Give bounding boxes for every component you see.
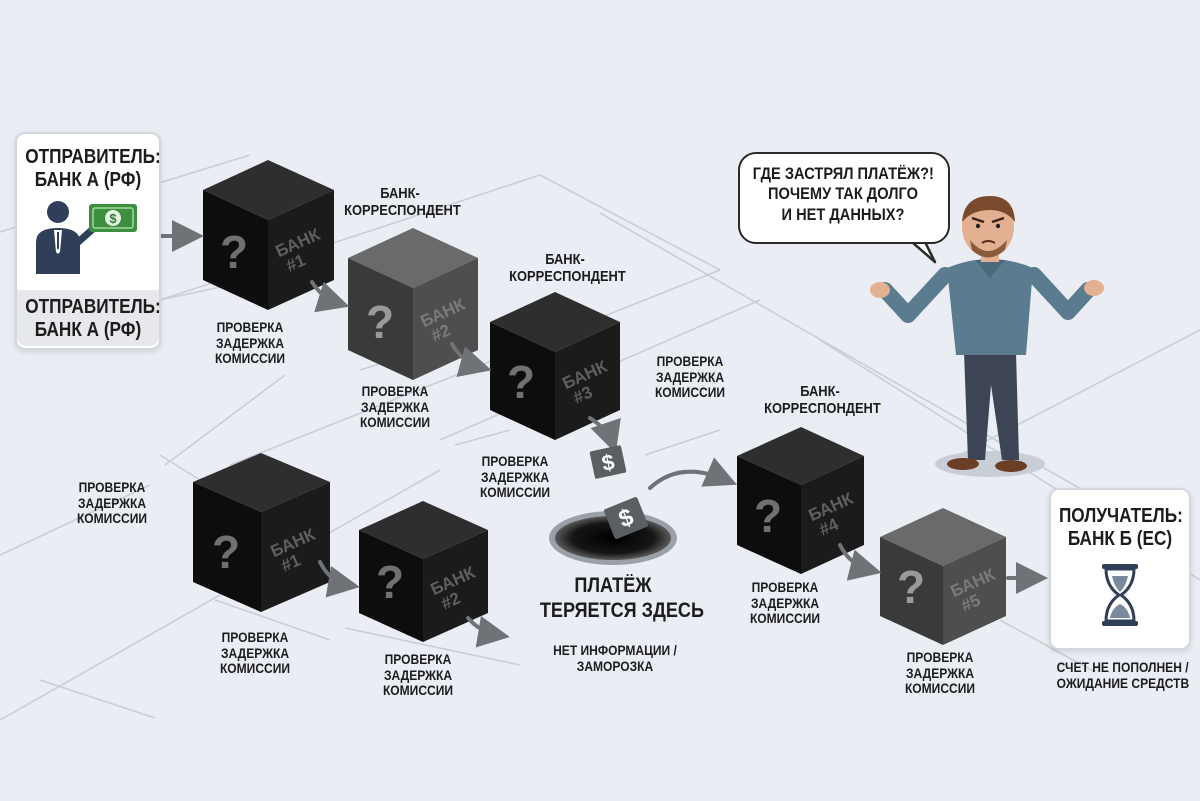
check-label: ПРОВЕРКА ЗАДЕРЖКА КОМИССИИ bbox=[897, 649, 983, 697]
check-label: ПРОВЕРКА ЗАДЕРЖКА КОМИССИИ bbox=[472, 453, 558, 501]
correspondent-label: БАНК- КОРРЕСПОНДЕНТ bbox=[344, 185, 461, 220]
correspondent-line2: КОРРЕСПОНДЕНТ bbox=[344, 201, 461, 219]
speech-bubble-text: ГДЕ ЗАСТРЯЛ ПЛАТЁЖ?! ПОЧЕМУ ТАК ДОЛГО И … bbox=[753, 164, 934, 225]
falling-bill-1: $ bbox=[589, 445, 627, 479]
receiver-title-line1: ПОЛУЧАТЕЛЬ: bbox=[1058, 505, 1183, 527]
frustrated-person-illustration bbox=[870, 196, 1104, 477]
no-info-line1: НЕТ ИНФОРМАЦИИ / bbox=[553, 642, 677, 658]
receiver-status-line2: ОЖИДАНИЕ СРЕДСТВ bbox=[1056, 674, 1190, 691]
sender-footer: ОТПРАВИТЕЛЬ: БАНК А (РФ) bbox=[25, 296, 161, 342]
check-line2: ЗАДЕРЖКА bbox=[750, 594, 820, 611]
cube-upper-1 bbox=[203, 160, 334, 310]
cube-right-4 bbox=[737, 427, 864, 574]
check-line3: КОМИССИИ bbox=[479, 484, 551, 501]
check-line1: ПРОВЕРКА bbox=[361, 383, 429, 399]
check-line3: КОМИССИИ bbox=[749, 610, 821, 627]
check-line3: КОМИССИИ bbox=[219, 660, 291, 677]
receiver-status-line1: СЧЕТ НЕ ПОПОЛНЕН / bbox=[1056, 659, 1189, 675]
check-line1: ПРОВЕРКА bbox=[78, 479, 146, 495]
check-label: ПРОВЕРКА ЗАДЕРЖКА КОМИССИИ bbox=[742, 579, 828, 627]
lost-line2: ТЕРЯЕТСЯ ЗДЕСЬ bbox=[539, 598, 704, 622]
dollar-icon: $ bbox=[109, 211, 117, 226]
check-line2: ЗАДЕРЖКА bbox=[480, 468, 550, 485]
speech-line2: ПОЧЕМУ ТАК ДОЛГО bbox=[768, 184, 918, 204]
check-line1: ПРОВЕРКА bbox=[384, 651, 452, 667]
check-label: ПРОВЕРКА ЗАДЕРЖКА КОМИССИИ bbox=[212, 629, 298, 677]
unknown-mark: ? bbox=[212, 526, 240, 578]
arrow-bank1-to-bank2 bbox=[310, 280, 350, 313]
check-line3: КОМИССИИ bbox=[76, 510, 148, 527]
speech-bubble bbox=[738, 152, 950, 244]
unknown-mark: ? bbox=[376, 556, 404, 608]
correspondent-line1: БАНК- bbox=[545, 251, 585, 268]
check-line1: ПРОВЕРКА bbox=[751, 579, 819, 595]
correspondent-line1: БАНК- bbox=[380, 185, 420, 202]
correspondent-label: БАНК- КОРРЕСПОНДЕНТ bbox=[764, 383, 881, 418]
unknown-mark: ? bbox=[754, 490, 782, 542]
correspondent-line2: КОРРЕСПОНДЕНТ bbox=[509, 267, 626, 285]
unknown-mark: ? bbox=[220, 226, 248, 278]
sender-title-line1: ОТПРАВИТЕЛЬ: bbox=[25, 146, 161, 168]
correspondent-label: БАНК- КОРРЕСПОНДЕНТ bbox=[509, 251, 626, 286]
no-info-line2: ЗАМОРОЗКА bbox=[576, 657, 654, 674]
arrow-bank2-to-bank3 bbox=[450, 342, 492, 378]
check-line1: ПРОВЕРКА bbox=[221, 629, 289, 645]
check-label: ПРОВЕРКА ЗАДЕРЖКА КОМИССИИ bbox=[352, 383, 438, 431]
unknown-mark: ? bbox=[366, 296, 394, 348]
check-label: ПРОВЕРКА ЗАДЕРЖКА КОМИССИИ bbox=[647, 353, 733, 401]
correspondent-line1: БАНК- bbox=[800, 383, 840, 400]
unknown-mark: ? bbox=[897, 561, 925, 613]
no-info-caption: НЕТ ИНФОРМАЦИИ / ЗАМОРОЗКА bbox=[551, 642, 680, 674]
check-line1: ПРОВЕРКА bbox=[481, 453, 549, 469]
check-line2: ЗАДЕРЖКА bbox=[655, 368, 725, 385]
check-label: ПРОВЕРКА ЗАДЕРЖКА КОМИССИИ bbox=[207, 319, 293, 367]
sender-footer-line1: ОТПРАВИТЕЛЬ: bbox=[25, 296, 161, 318]
lost-line1: ПЛАТЁЖ bbox=[574, 574, 652, 597]
check-line3: КОМИССИИ bbox=[382, 682, 454, 699]
check-line3: КОМИССИИ bbox=[359, 414, 431, 431]
check-line1: ПРОВЕРКА bbox=[216, 319, 284, 335]
arrow-bank4-to-bank5 bbox=[838, 543, 882, 581]
cube-lower-2 bbox=[359, 501, 488, 642]
arrow-hole-to-bank4 bbox=[648, 457, 738, 490]
arrow-lower2-to-dead-end bbox=[466, 615, 510, 648]
receiver-title-line2: БАНК Б (ЕС) bbox=[1067, 528, 1173, 550]
receiver-title: ПОЛУЧАТЕЛЬ: БАНК Б (ЕС) bbox=[1058, 505, 1183, 551]
check-label: ПРОВЕРКА ЗАДЕРЖКА КОМИССИИ bbox=[375, 651, 461, 699]
sender-card-footer-bg bbox=[17, 290, 159, 346]
lost-payment-caption: ПЛАТЁЖ ТЕРЯЕТСЯ ЗДЕСЬ bbox=[539, 574, 704, 624]
arrow-bank3-to-hole bbox=[588, 416, 621, 454]
unknown-mark: ? bbox=[507, 356, 535, 408]
cube-upper-3 bbox=[490, 292, 620, 440]
speech-line3: И НЕТ ДАННЫХ? bbox=[781, 204, 905, 224]
check-line1: ПРОВЕРКА bbox=[906, 649, 974, 665]
cube-lower-1 bbox=[193, 453, 330, 612]
dollar-bill-icon: $ bbox=[89, 204, 137, 232]
check-line2: ЗАДЕРЖКА bbox=[215, 334, 285, 351]
check-line3: КОМИССИИ bbox=[904, 680, 976, 697]
check-line2: ЗАДЕРЖКА bbox=[360, 398, 430, 415]
sender-title: ОТПРАВИТЕЛЬ: БАНК А (РФ) bbox=[25, 146, 161, 192]
check-line2: ЗАДЕРЖКА bbox=[383, 666, 453, 683]
hourglass-icon bbox=[1102, 564, 1138, 626]
check-line3: КОМИССИИ bbox=[654, 384, 726, 401]
correspondent-line2: КОРРЕСПОНДЕНТ bbox=[764, 399, 881, 417]
check-line2: ЗАДЕРЖКА bbox=[77, 494, 147, 511]
sender-title-line2: БАНК А (РФ) bbox=[34, 169, 142, 191]
falling-bill-2: $ bbox=[603, 497, 649, 539]
dollar-icon: $ bbox=[600, 449, 617, 476]
check-label: ПРОВЕРКА ЗАДЕРЖКА КОМИССИИ bbox=[69, 479, 155, 527]
receiver-status: СЧЕТ НЕ ПОПОЛНЕН / ОЖИДАНИЕ СРЕДСТВ bbox=[1056, 659, 1190, 691]
check-line2: ЗАДЕРЖКА bbox=[905, 664, 975, 681]
background-network-lines bbox=[0, 154, 1200, 721]
arrow-lower1-to-lower2 bbox=[318, 560, 360, 598]
cube-right-5 bbox=[880, 508, 1006, 645]
check-line3: КОМИССИИ bbox=[214, 350, 286, 367]
sender-footer-line2: БАНК А (РФ) bbox=[34, 319, 142, 341]
speech-line1: ГДЕ ЗАСТРЯЛ ПЛАТЁЖ?! bbox=[752, 164, 934, 183]
check-line2: ЗАДЕРЖКА bbox=[220, 644, 290, 661]
check-line1: ПРОВЕРКА bbox=[656, 353, 724, 369]
